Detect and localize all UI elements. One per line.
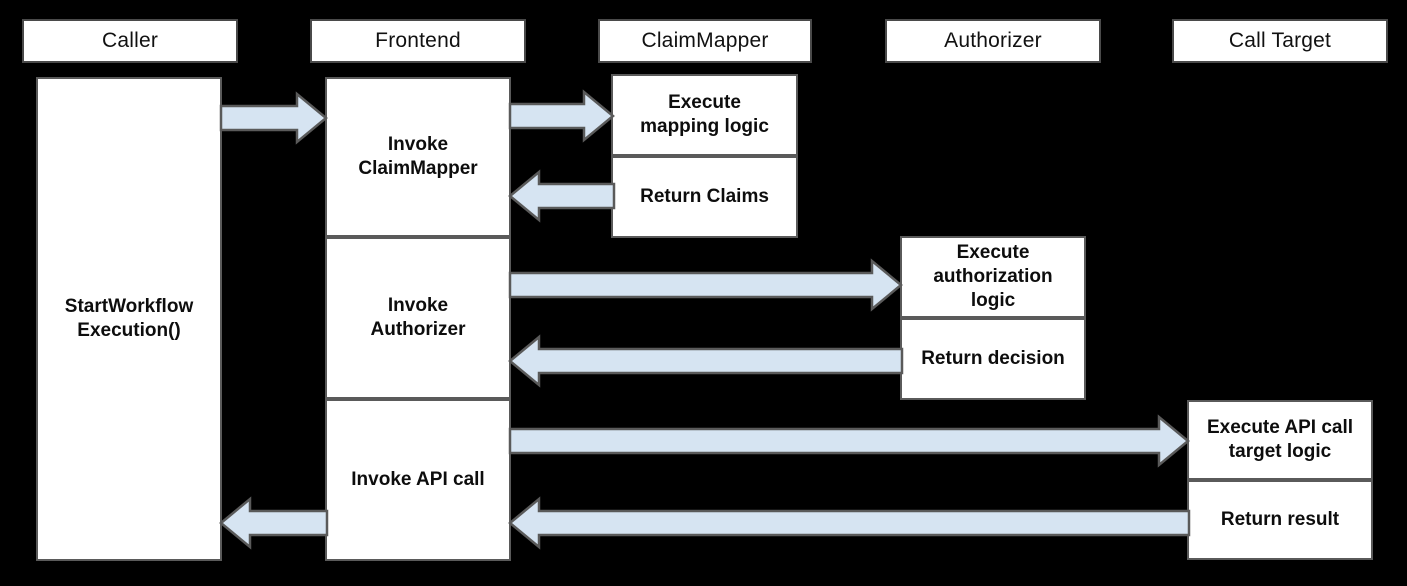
arrow-frontend-to-claimmapper bbox=[508, 89, 615, 143]
step-box-start-workflow-execution[interactable]: StartWorkflow Execution() bbox=[36, 77, 222, 561]
arrow-frontend-to-caller bbox=[219, 496, 329, 550]
step-box-execute-mapping-logic[interactable]: Execute mapping logic bbox=[611, 74, 798, 156]
step-box-invoke-api-call[interactable]: Invoke API call bbox=[325, 399, 511, 561]
step-label-invoke-authorizer: Invoke Authorizer bbox=[370, 295, 466, 340]
lane-header-claimmapper-label: ClaimMapper bbox=[641, 29, 769, 52]
step-label-start-workflow-execution: StartWorkflow Execution() bbox=[64, 296, 194, 341]
step-box-execute-api-call-target-logic[interactable]: Execute API call target logic bbox=[1187, 400, 1373, 480]
step-box-invoke-claimmapper[interactable]: Invoke ClaimMapper bbox=[325, 77, 511, 237]
step-label-execute-mapping-logic: Execute mapping logic bbox=[640, 92, 769, 137]
step-box-return-claims[interactable]: Return Claims bbox=[611, 156, 798, 238]
lane-header-frontend-label: Frontend bbox=[375, 29, 461, 52]
lane-header-frontend[interactable]: Frontend bbox=[310, 19, 526, 63]
step-box-execute-authorization-logic[interactable]: Execute authorization logic bbox=[900, 236, 1086, 318]
step-label-return-result: Return result bbox=[1220, 509, 1340, 531]
arrow-frontend-to-authorizer bbox=[508, 258, 903, 312]
arrow-authorizer-to-frontend bbox=[508, 334, 904, 388]
step-label-return-decision: Return decision bbox=[921, 348, 1065, 370]
step-label-invoke-claimmapper: Invoke ClaimMapper bbox=[358, 134, 478, 179]
lane-header-caller[interactable]: Caller bbox=[22, 19, 238, 63]
step-label-return-claims: Return Claims bbox=[640, 186, 769, 208]
lane-header-authorizer[interactable]: Authorizer bbox=[885, 19, 1101, 63]
arrow-claimmapper-to-frontend bbox=[508, 169, 616, 223]
lane-header-calltarget-label: Call Target bbox=[1228, 29, 1332, 52]
lane-header-claimmapper[interactable]: ClaimMapper bbox=[598, 19, 812, 63]
lane-header-calltarget[interactable]: Call Target bbox=[1172, 19, 1388, 63]
arrow-calltarget-to-frontend bbox=[508, 496, 1191, 550]
arrow-frontend-to-calltarget bbox=[508, 414, 1190, 468]
step-box-return-result[interactable]: Return result bbox=[1187, 480, 1373, 560]
step-label-invoke-api-call: Invoke API call bbox=[351, 469, 485, 491]
arrow-caller-to-frontend bbox=[219, 91, 328, 145]
step-box-return-decision[interactable]: Return decision bbox=[900, 318, 1086, 400]
step-label-execute-authorization-logic: Execute authorization logic bbox=[933, 242, 1053, 311]
step-label-execute-api-call-target-logic: Execute API call target logic bbox=[1206, 417, 1354, 462]
step-box-invoke-authorizer[interactable]: Invoke Authorizer bbox=[325, 237, 511, 399]
lane-header-authorizer-label: Authorizer bbox=[944, 29, 1042, 52]
lane-header-caller-label: Caller bbox=[101, 29, 159, 52]
